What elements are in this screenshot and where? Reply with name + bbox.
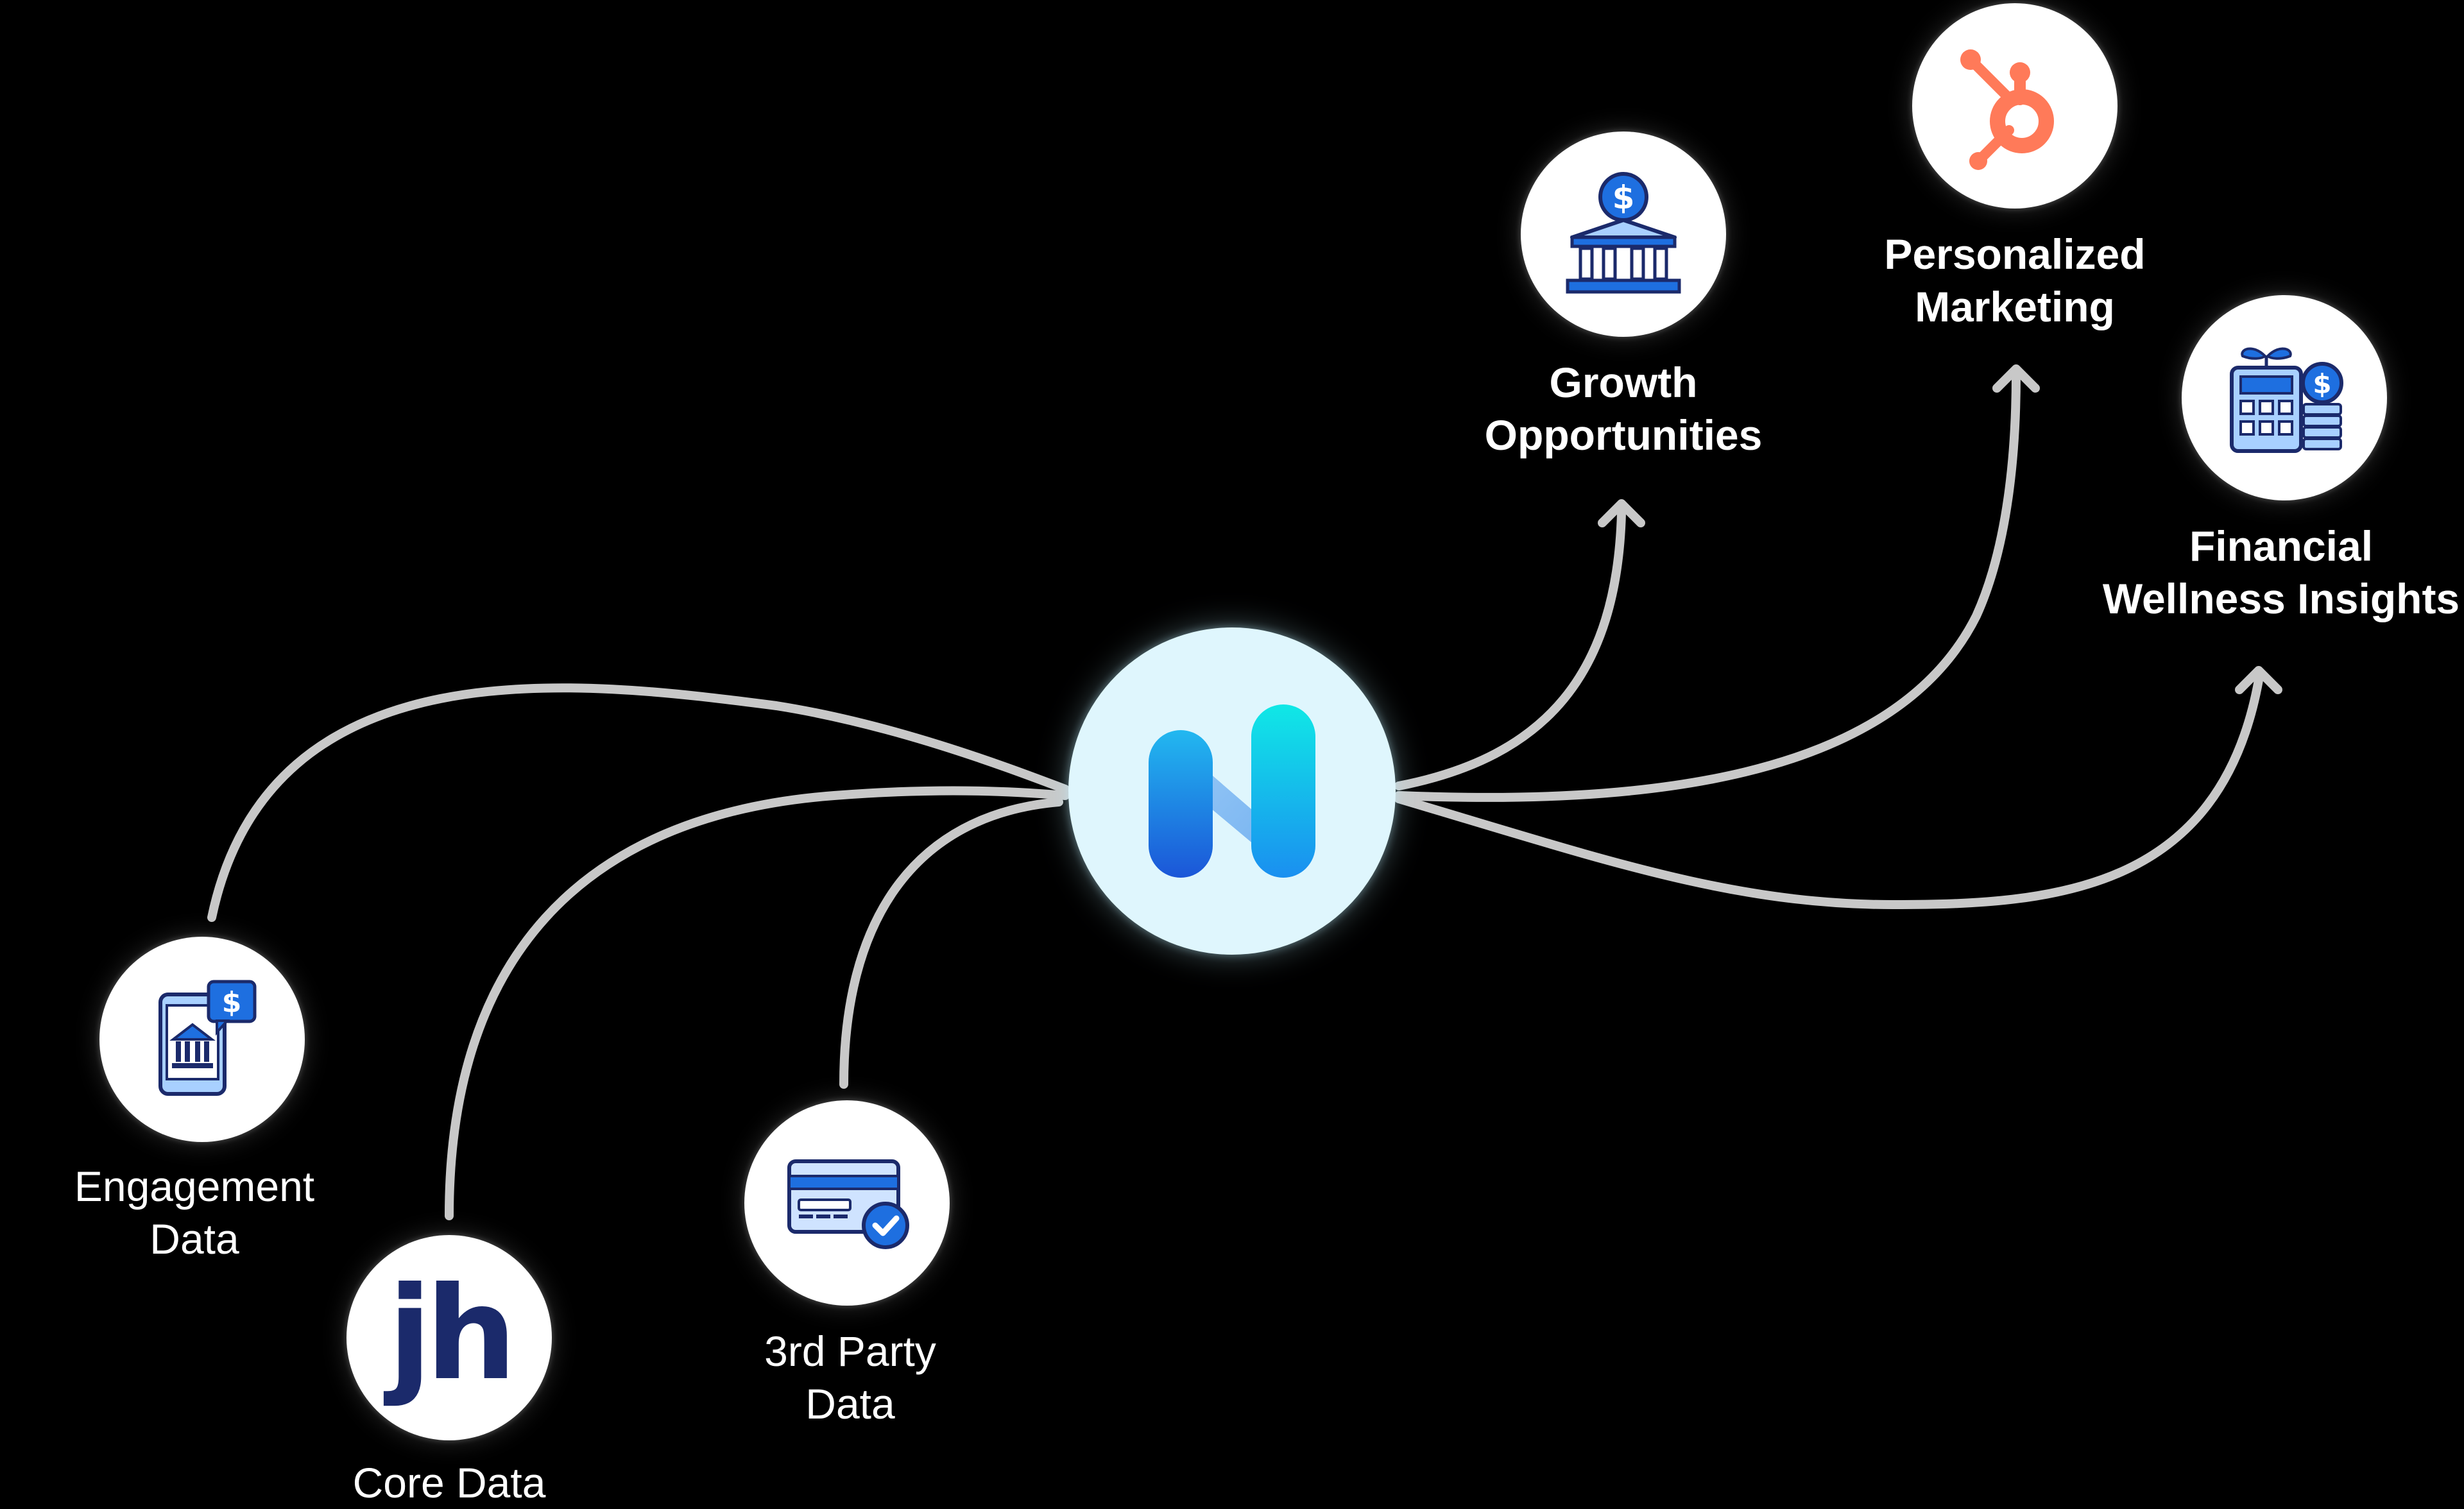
hubspot-logo-icon [1960, 49, 2054, 170]
mobile-bank-dollar-icon: $ [158, 980, 257, 1096]
n-logo-icon [1149, 704, 1315, 878]
svg-text:$: $ [1613, 179, 1635, 216]
credit-card-check-icon [787, 1159, 909, 1249]
arrowhead-growth [1598, 499, 1645, 527]
arrowhead-wellness [2235, 666, 2282, 694]
growth-opportunities-label: Growth Opportunities [1484, 359, 1763, 459]
connector-marketing [1394, 371, 2021, 802]
jh-logo: jh [388, 1259, 517, 1409]
financial-wellness-label: Financial Wellness Insights [2102, 522, 2460, 622]
connector-core [445, 786, 1070, 1220]
core-data-node: jh [346, 1235, 552, 1440]
connector-wellness [1394, 676, 2263, 909]
third-party-data-node [744, 1100, 950, 1306]
arrowhead-marketing [1992, 364, 2040, 393]
core-data-label: Core Data [352, 1459, 546, 1506]
engagement-data-label: Engagement Data [74, 1163, 315, 1263]
connector-growth [1394, 509, 1626, 790]
calculator-coins-icon: $ [2230, 347, 2343, 453]
connector-third-party [839, 797, 1063, 1089]
personalized-marketing-node [1912, 3, 2118, 209]
financial-wellness-node: $ [2182, 295, 2387, 500]
central-hub [1068, 627, 1396, 955]
engagement-data-node: $ [99, 937, 305, 1142]
svg-text:$: $ [222, 986, 242, 1019]
bank-dollar-icon: $ [1566, 172, 1681, 294]
third-party-data-label: 3rd Party Data [764, 1327, 936, 1428]
connector-engagement [207, 683, 1070, 922]
svg-text:$: $ [2313, 368, 2331, 400]
growth-opportunities-node: $ [1521, 132, 1726, 337]
personalized-marketing-label: Personalized Marketing [1884, 230, 2146, 330]
